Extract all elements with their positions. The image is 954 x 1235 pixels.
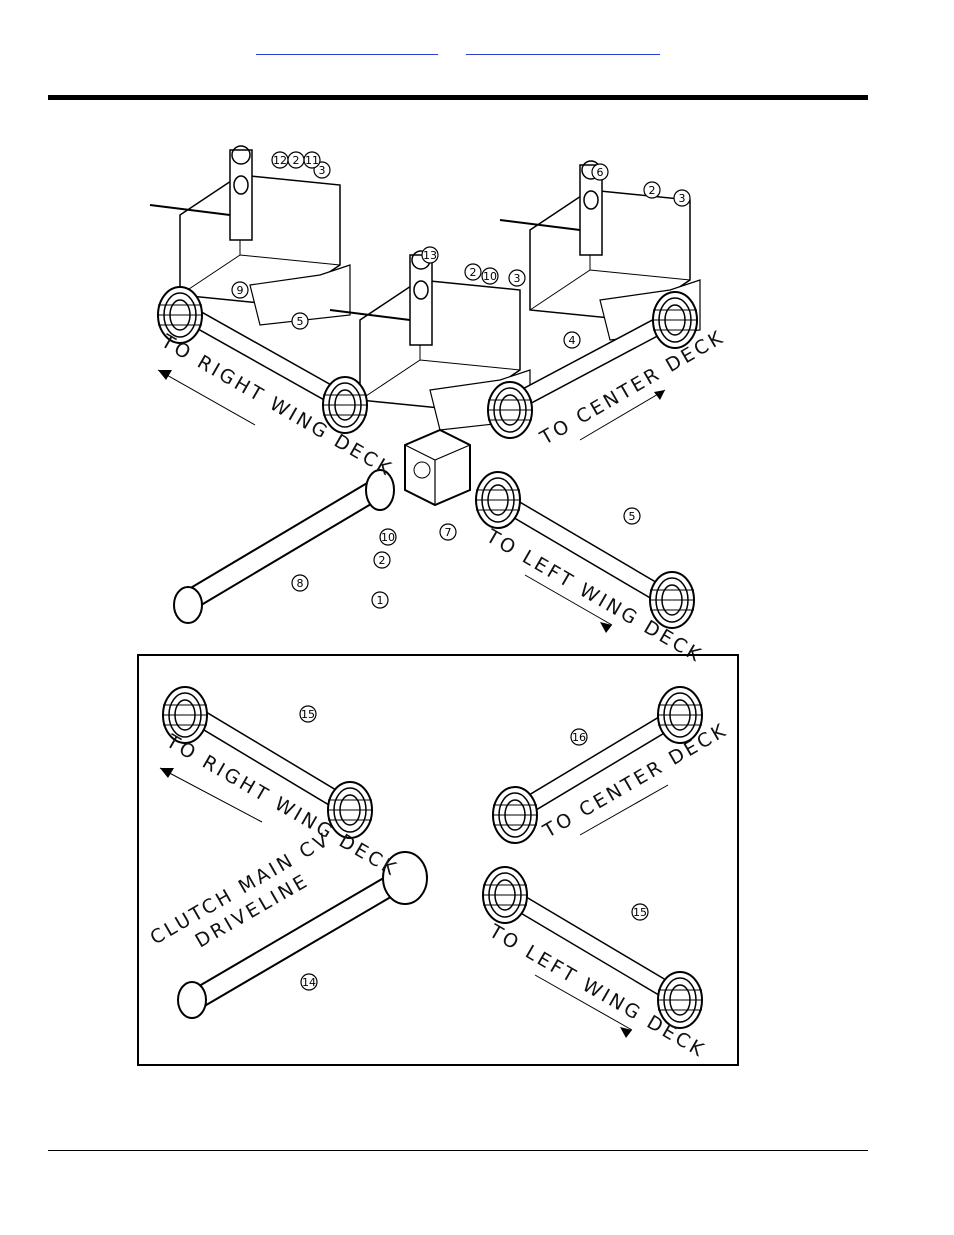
shaft-center [487, 291, 698, 439]
callout-bubble [439, 523, 457, 541]
footer-rule [48, 1150, 868, 1151]
callout-number: 3 [514, 272, 521, 285]
header-rule [48, 95, 868, 100]
callout-number: 3 [319, 164, 326, 177]
callout-number: 2 [293, 154, 300, 167]
callout-bubble [379, 528, 397, 546]
shaft-bottom-right-wing [162, 686, 373, 839]
callout-bubble [563, 331, 581, 349]
gearbox [404, 428, 471, 507]
header-link-left[interactable] [256, 40, 438, 55]
callout-number: 10 [381, 531, 395, 544]
callout-bubble [291, 574, 309, 592]
callout-number: 1 [377, 594, 384, 607]
callout-number: 6 [597, 166, 604, 179]
callout-bubble [570, 728, 588, 746]
callout-bubble [631, 903, 649, 921]
callout-number: 2 [649, 184, 656, 197]
callout-number: 15 [301, 708, 315, 721]
callout-number: 15 [633, 906, 647, 919]
callout-bubble [300, 973, 318, 991]
callout-number: 14 [302, 976, 316, 989]
callout-number: 7 [445, 526, 452, 539]
header-link-right[interactable] [466, 40, 660, 55]
callout-bubble [287, 151, 305, 169]
alternate-driveline-box [137, 654, 739, 1066]
callout-number: 2 [470, 266, 477, 279]
callout-bubble [231, 281, 249, 299]
callout-bubble [421, 246, 439, 264]
callout-bubble [481, 267, 499, 285]
callout-number: 4 [569, 334, 576, 347]
shaft-left-wing [475, 471, 695, 629]
callout-number: 13 [423, 249, 437, 262]
callout-number: 5 [297, 315, 304, 328]
callout-number: 16 [572, 731, 586, 744]
callout-number: 10 [483, 270, 497, 283]
callout-number: 2 [379, 554, 386, 567]
callout-number: 12 [273, 154, 287, 167]
callout-bubble [373, 551, 391, 569]
callout-bubble [371, 591, 389, 609]
callouts-bottom: 14 15 16 15 [299, 705, 649, 991]
callout-number: 8 [297, 577, 304, 590]
callout-bubble [291, 312, 309, 330]
callout-number: 5 [629, 510, 636, 523]
callout-bubble [464, 263, 482, 281]
shaft-bottom-clutch [177, 851, 428, 1019]
callout-bubble [508, 269, 526, 287]
shaft-clutch [173, 469, 395, 624]
callout-number: 3 [679, 192, 686, 205]
callout-bubble [673, 189, 691, 207]
callout-bubble [643, 181, 661, 199]
shaft-right-wing [157, 286, 368, 434]
callout-number: 11 [305, 154, 319, 167]
callout-number: 9 [237, 284, 244, 297]
shaft-bottom-left-wing [482, 866, 703, 1029]
callout-bubble [299, 705, 317, 723]
shaft-bottom-center [492, 686, 703, 844]
callout-bubble [591, 163, 609, 181]
callout-bubble [623, 507, 641, 525]
